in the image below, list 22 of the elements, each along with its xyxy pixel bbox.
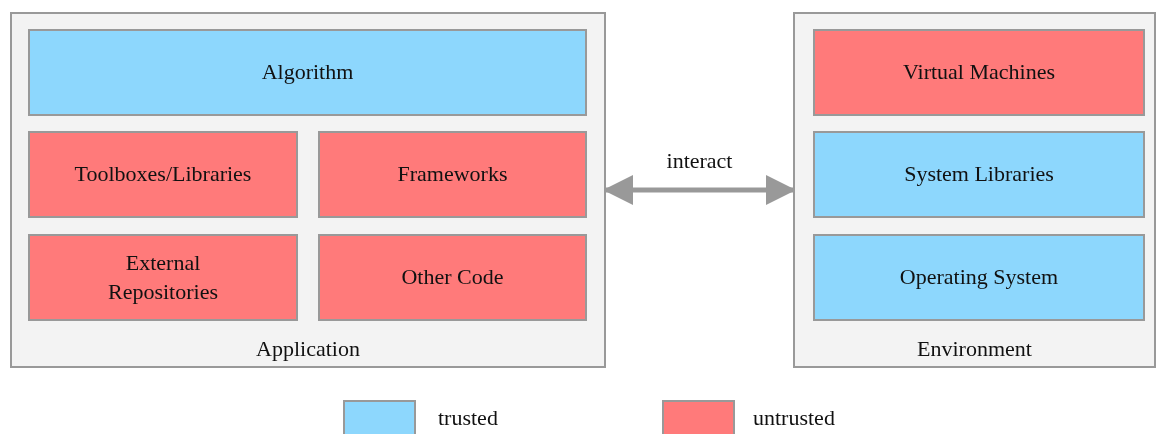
component-box bbox=[813, 234, 1145, 321]
legend-label: trusted bbox=[438, 405, 498, 431]
group-panel bbox=[10, 12, 606, 368]
group-panel bbox=[793, 12, 1156, 368]
component-box bbox=[28, 131, 298, 218]
component-box bbox=[813, 29, 1145, 116]
legend-label: untrusted bbox=[753, 405, 835, 431]
group-heading: Application bbox=[256, 335, 360, 364]
box-label: System Libraries bbox=[904, 160, 1054, 189]
box-label: Algorithm bbox=[261, 58, 354, 87]
component-box bbox=[813, 131, 1145, 218]
component-box bbox=[28, 29, 587, 116]
component-box bbox=[28, 234, 298, 321]
box-label: External Repositories bbox=[107, 248, 219, 306]
group-heading: Environment bbox=[917, 335, 1032, 364]
box-label: Other Code bbox=[401, 263, 504, 292]
component-box bbox=[318, 131, 587, 218]
box-label: Operating System bbox=[899, 263, 1059, 292]
box-label: Frameworks bbox=[397, 160, 508, 189]
box-label: Toolboxes/Libraries bbox=[74, 160, 252, 189]
box-label: Virtual Machines bbox=[903, 58, 1055, 87]
component-box bbox=[318, 234, 587, 321]
